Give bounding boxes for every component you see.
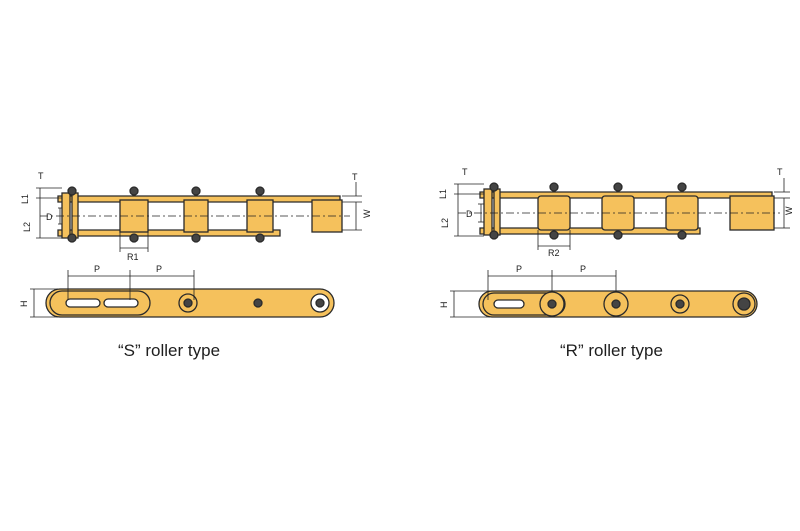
s-label-h: H xyxy=(19,301,29,308)
s-label-p1: P xyxy=(94,264,100,274)
r-label-r: R2 xyxy=(548,248,560,258)
s-label-p2: P xyxy=(156,264,162,274)
s-type-top-dimensions xyxy=(36,182,362,252)
r-label-l1: L1 xyxy=(438,189,448,199)
r-label-t-right: T xyxy=(777,167,783,177)
r-label-d: D xyxy=(466,209,473,219)
r-label-h: H xyxy=(439,302,449,309)
s-type-side-labels: P P H xyxy=(19,264,162,307)
s-type-top-view xyxy=(57,186,343,243)
s-label-r: R1 xyxy=(127,252,139,262)
r-label-l2: L2 xyxy=(440,218,450,228)
s-label-w: W xyxy=(362,209,372,218)
r-label-w: W xyxy=(784,206,794,215)
r-type-top-view xyxy=(479,182,775,240)
s-type-side-view xyxy=(45,288,335,318)
s-label-l1: L1 xyxy=(20,194,30,204)
r-label-p1: P xyxy=(516,264,522,274)
s-label-l2: L2 xyxy=(22,222,32,232)
s-type-top-labels: T L1 L2 D T W R1 xyxy=(20,171,372,262)
r-label-p2: P xyxy=(580,264,586,274)
r-label-t-left: T xyxy=(462,167,468,177)
r-type-side-labels: P P H xyxy=(439,264,586,308)
s-label-t-right: T xyxy=(352,172,358,182)
s-label-d: D xyxy=(46,212,53,222)
r-type-top-labels: T L1 L2 D T W R2 xyxy=(438,167,794,258)
s-label-t-left: T xyxy=(38,171,44,181)
s-type-caption: “S” roller type xyxy=(118,341,221,360)
r-type-caption: “R” roller type xyxy=(560,341,663,360)
r-type-top-dimensions xyxy=(454,178,790,250)
r-type-side-dimensions xyxy=(450,270,617,318)
r-type-side-view xyxy=(478,290,758,318)
s-type-side-dimensions xyxy=(30,270,195,318)
